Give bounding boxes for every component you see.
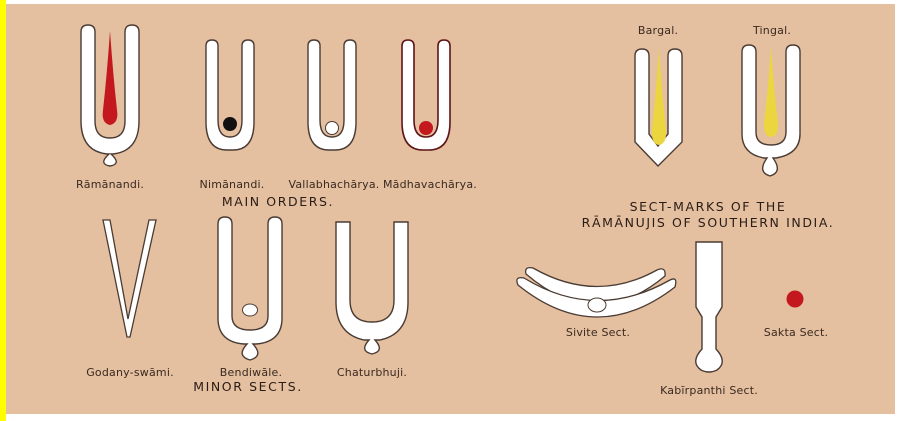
sakta-red-dot	[787, 291, 804, 308]
bargal-label: Bargal.	[638, 24, 678, 37]
tingal-label: Tingal.	[753, 24, 791, 37]
tingal-yellow-line	[764, 46, 778, 137]
ramanandi-red-line	[103, 31, 118, 125]
minor-sects-heading: MINOR SECTS.	[193, 379, 303, 394]
godany-swami-mark	[103, 220, 156, 337]
kabirpanthi-label: Kabīrpanthi Sect.	[660, 384, 758, 397]
vallabhacharya-white-dot	[326, 122, 339, 135]
kabirpanthi-mark	[696, 242, 723, 372]
nimanandi-black-dot	[223, 117, 237, 131]
ramanujis-heading-line2: RĀMĀNUJIS OF SOUTHERN INDIA.	[582, 215, 835, 230]
ramanandi-label: Rāmānandi.	[76, 178, 144, 191]
chaturbhuji-label: Chaturbhuji.	[337, 366, 407, 379]
madhavacharya-red-dot	[419, 121, 433, 135]
bendiwale-label: Bendiwāle.	[220, 366, 282, 379]
vallabhacharya-mark	[308, 40, 356, 150]
ramanandi-mark	[81, 25, 139, 166]
madhavacharya-mark	[402, 40, 450, 150]
sect-marks-plate: Rāmānandi. Nimānandi. Vallabhachārya. Mā…	[6, 4, 895, 414]
main-orders-heading: MAIN ORDERS.	[222, 194, 334, 209]
madhavacharya-label: Mādhavachārya.	[383, 178, 477, 191]
bendiwale-mark	[218, 217, 282, 360]
sakta-label: Sakta Sect.	[764, 326, 828, 339]
nimanandi-mark	[206, 40, 254, 150]
nimanandi-label: Nimānandi.	[200, 178, 265, 191]
tingal-mark	[742, 45, 800, 176]
ramanujis-heading-line1: SECT-MARKS OF THE	[630, 199, 787, 214]
bendiwale-white-dot	[243, 304, 258, 316]
godany-swami-label: Godany-swāmi.	[86, 366, 174, 379]
sivite-label: Sivite Sect.	[566, 326, 630, 339]
sivite-white-dot	[588, 298, 606, 312]
sivite-mark	[517, 268, 676, 317]
bargal-mark	[635, 48, 682, 166]
vallabhacharya-label: Vallabhachārya.	[289, 178, 380, 191]
chaturbhuji-mark	[336, 222, 408, 354]
bargal-yellow-line	[652, 48, 666, 145]
